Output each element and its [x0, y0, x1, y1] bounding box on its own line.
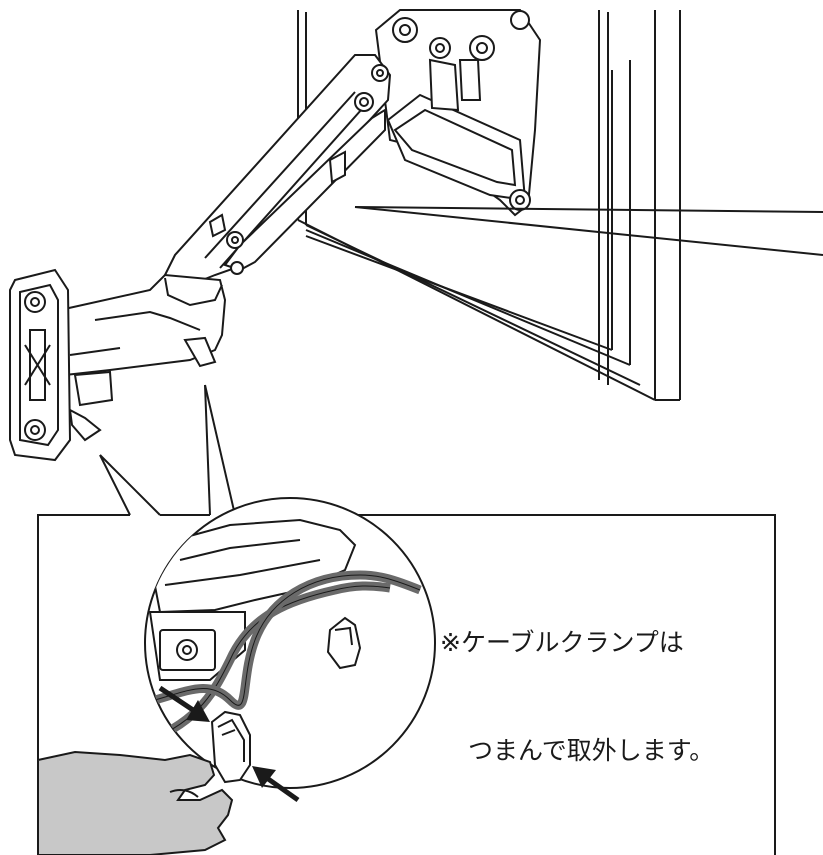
- detail-box: [37, 514, 776, 855]
- magnified-view: [144, 497, 436, 789]
- lower-arm: [58, 273, 227, 442]
- callout-pointer-top: [354, 206, 823, 256]
- hand: [37, 750, 234, 855]
- instruction-line-1: ※ケーブルクランプは: [440, 628, 684, 657]
- upper-arm: [163, 54, 392, 287]
- wall-plate: [9, 268, 72, 462]
- callout-pointer-detail: [99, 384, 236, 516]
- cable-clamp: [210, 710, 251, 784]
- instruction-line-2: つまんで取外します。: [468, 736, 715, 765]
- cable-clamp-instruction: ※ケーブルクランプは つまんで取外します。: [440, 553, 770, 805]
- pinch-arrow-left-icon: [158, 685, 210, 722]
- vesa-bracket: [374, 9, 542, 217]
- pinch-arrow-right-icon: [252, 766, 300, 803]
